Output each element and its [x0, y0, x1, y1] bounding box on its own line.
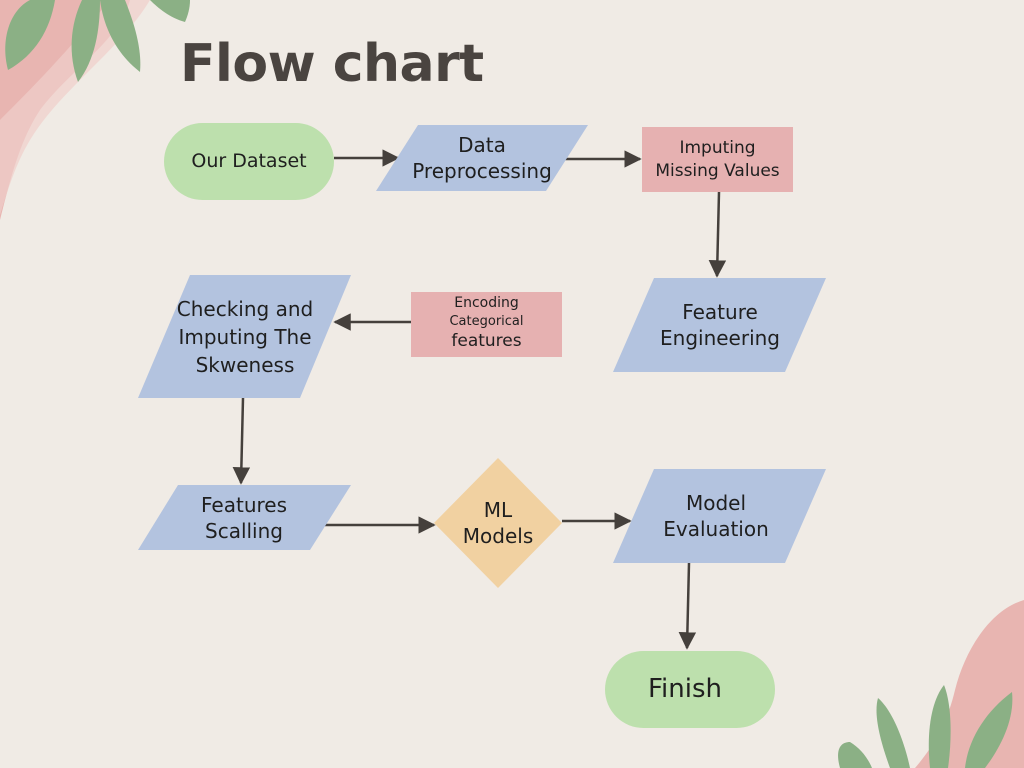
- node-finish: Finish: [600, 651, 770, 728]
- leaf-icon: [71, 0, 100, 82]
- node-label: Encoding: [454, 294, 519, 311]
- node-label: Imputing: [679, 138, 756, 159]
- node-model-evaluation: Model Evaluation: [620, 469, 812, 563]
- node-feature-engineering: Feature Engineering: [620, 278, 820, 372]
- page-title: Flow chart: [180, 34, 484, 94]
- node-checking-skewness-shape: [138, 275, 351, 398]
- node-model-evaluation-shape: [613, 469, 826, 563]
- leaf-icon: [965, 692, 1013, 768]
- connectors: [232, 149, 727, 650]
- leaf-icon: [150, 0, 190, 22]
- node-label: Evaluation: [663, 517, 769, 541]
- node-feature-engineering-shape: [613, 278, 826, 372]
- arrow-evaluation-to-finish: [678, 562, 697, 650]
- node-label: ML: [483, 498, 513, 522]
- node-our-dataset: Our Dataset: [164, 123, 334, 200]
- node-ml-models-shape: [434, 458, 562, 588]
- node-encoding-categorical-features: Encoding Categorical features: [411, 290, 562, 357]
- node-label: Scalling: [205, 518, 283, 543]
- node-label: Finish: [647, 673, 722, 704]
- node-label: features: [451, 331, 522, 352]
- node-data-preprocessing-shape: [376, 125, 588, 191]
- node-checking-skewness: Checking and Imputing The Skweness: [150, 275, 340, 398]
- node-data-preprocessing: Data Preprocessing: [382, 125, 582, 191]
- leaf-icon: [838, 742, 872, 768]
- node-our-dataset-shape: [164, 123, 334, 200]
- leaf-icon: [100, 0, 141, 72]
- pink-blob-top-left: [0, 0, 130, 220]
- node-features-scaling: Features Scalling: [144, 485, 344, 550]
- node-label: Our Dataset: [191, 150, 307, 173]
- node-label: Imputing The: [178, 324, 312, 349]
- arrow-imputing-to-feature-engineering: [708, 191, 727, 278]
- node-label: Categorical: [449, 313, 524, 329]
- node-ml-models: ML Models: [434, 458, 562, 588]
- node-label: Model: [685, 491, 747, 515]
- node-features-scaling-shape: [138, 485, 351, 550]
- node-label: Engineering: [660, 326, 780, 350]
- node-label: Skweness: [195, 352, 295, 377]
- node-label: Preprocessing: [412, 159, 552, 183]
- decoration-bottom-right: [838, 600, 1024, 768]
- node-finish-shape: [605, 651, 775, 728]
- node-label: Features: [201, 492, 287, 517]
- node-imputing-missing-shape: [642, 127, 793, 192]
- node-encoding-categorical-shape: [411, 292, 562, 357]
- node-label: Checking and: [176, 296, 314, 321]
- node-shapes: [138, 123, 826, 728]
- node-label: Data: [458, 133, 506, 157]
- node-label: Models: [462, 524, 534, 548]
- leaf-icon: [928, 685, 951, 768]
- leaf-icon: [5, 0, 55, 70]
- node-label: Feature: [682, 300, 758, 324]
- leaf-icon: [876, 698, 910, 768]
- node-label: Missing Values: [655, 160, 780, 181]
- decoration-top-left: [0, 0, 190, 220]
- arrow-checking-to-scaling: [232, 397, 251, 485]
- node-imputing-missing-values: Imputing Missing Values: [642, 127, 793, 192]
